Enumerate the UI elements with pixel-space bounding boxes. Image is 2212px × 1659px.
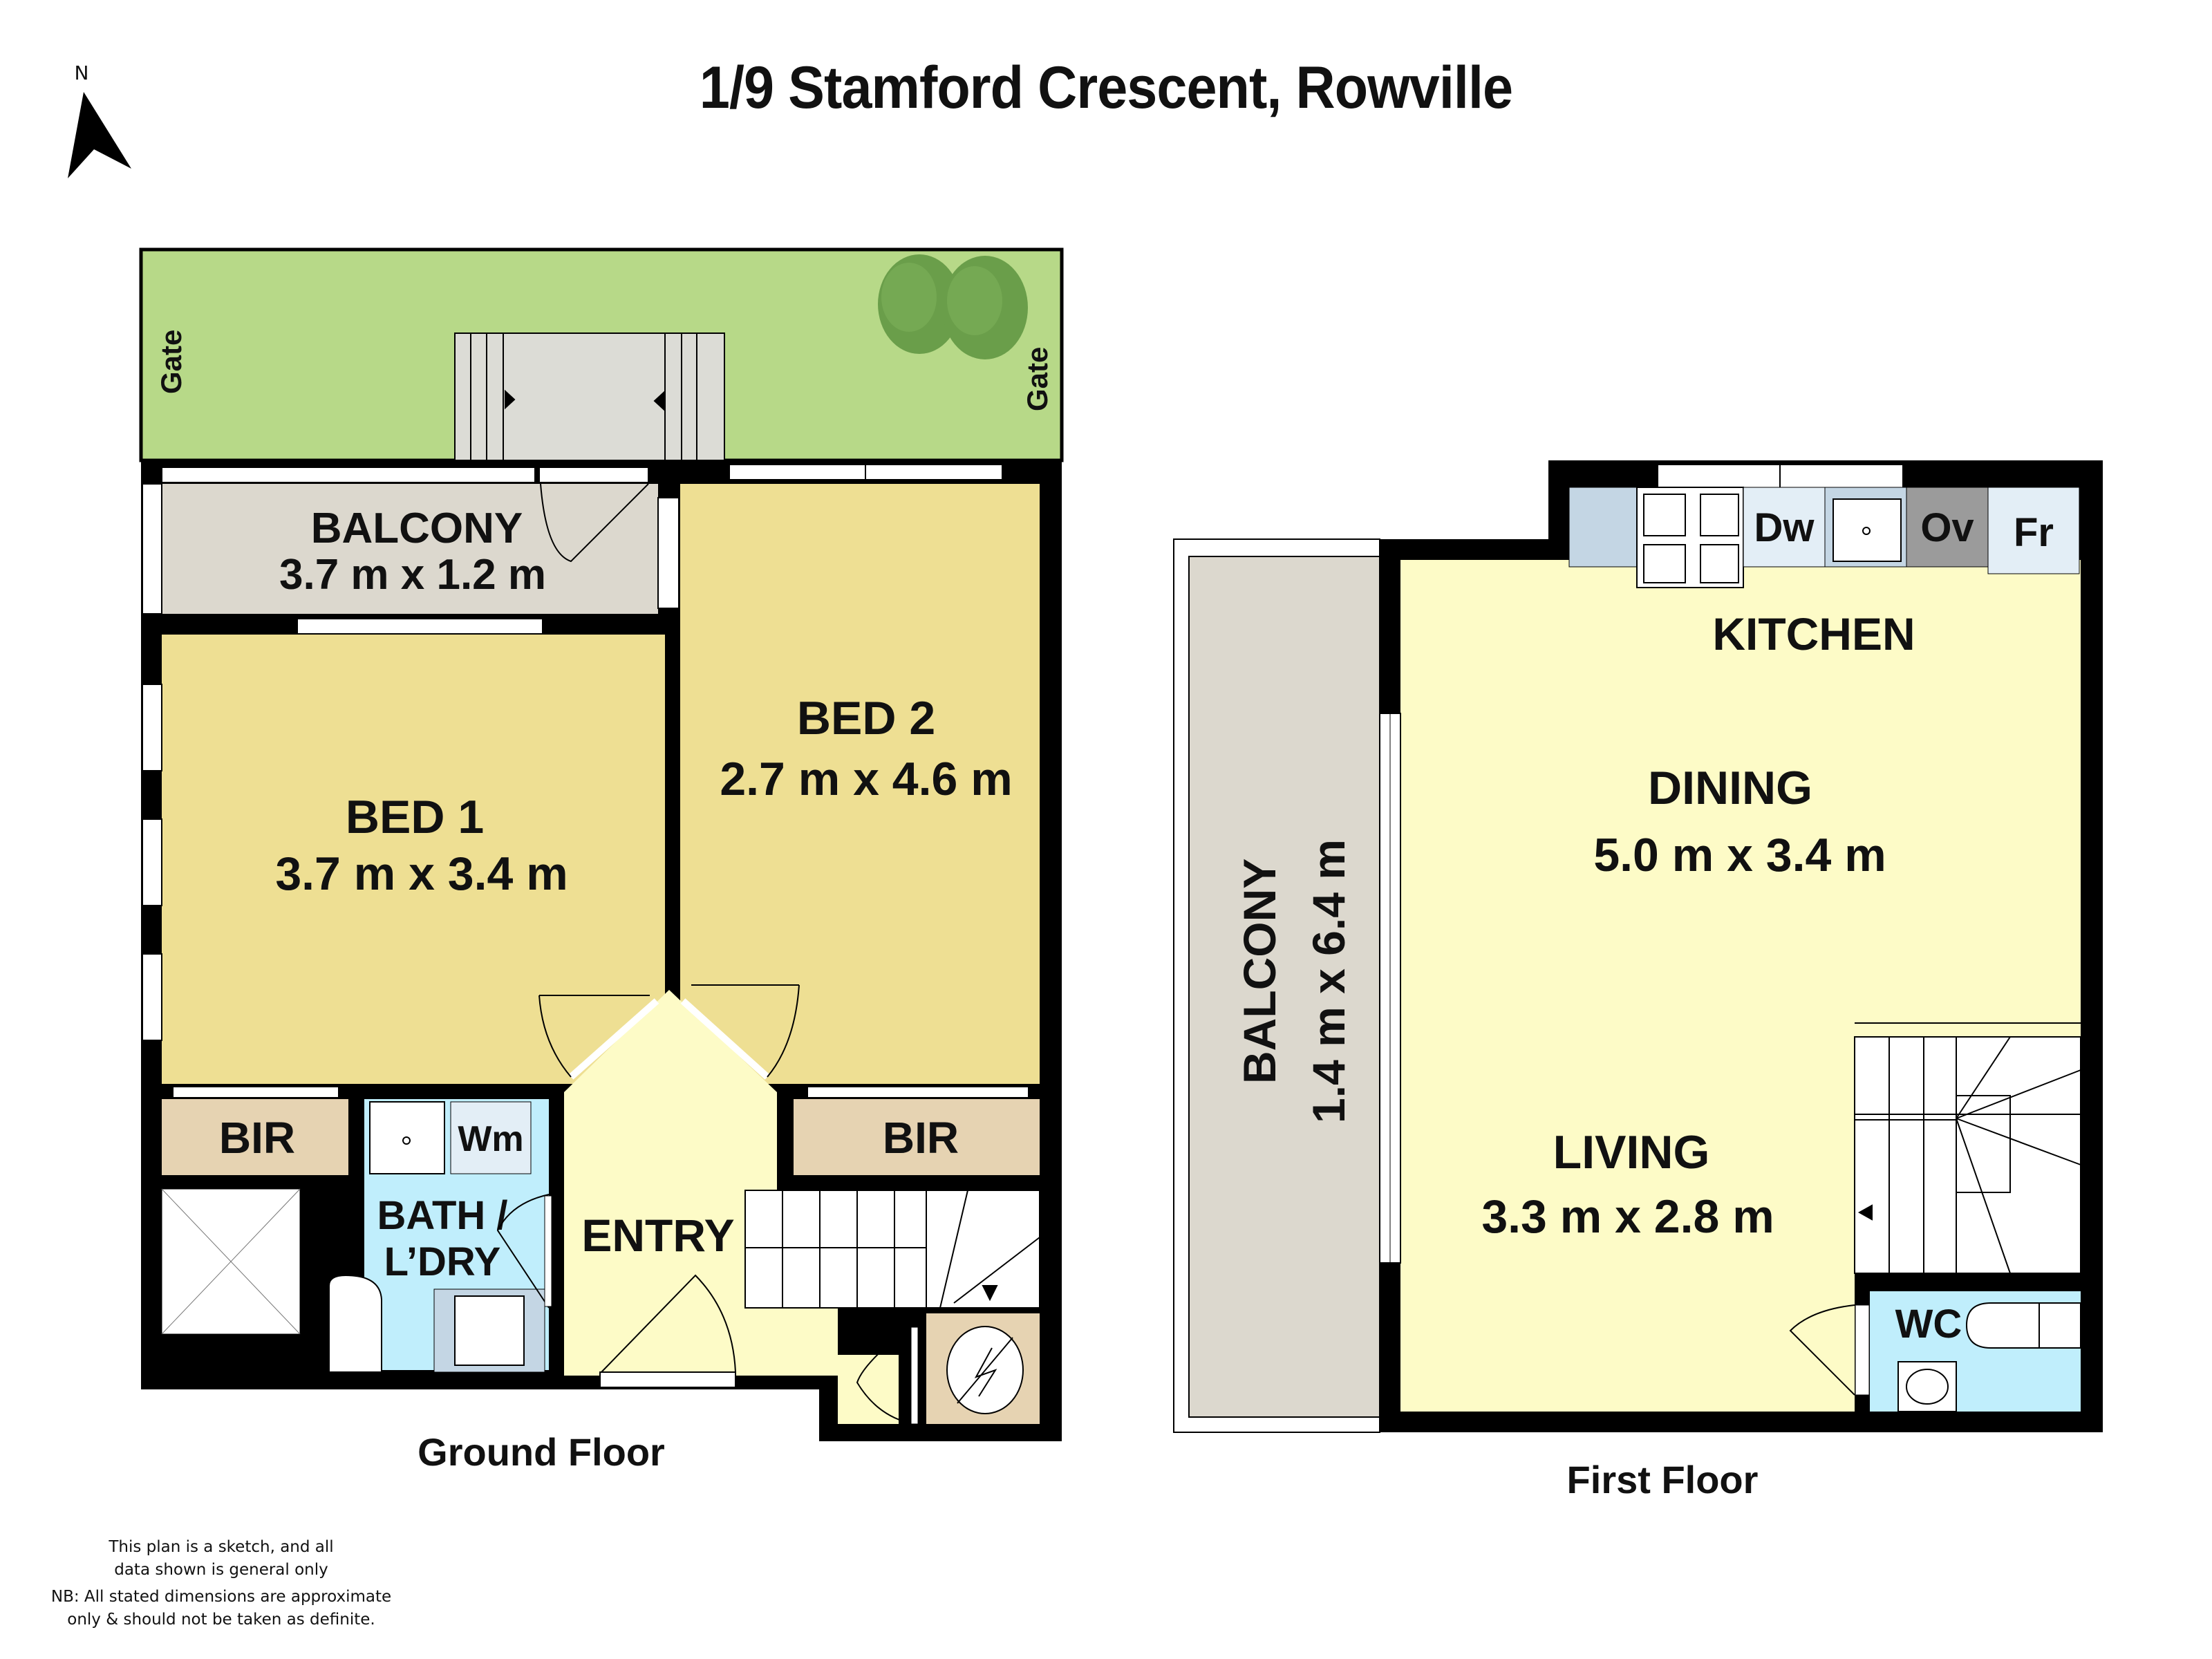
kitchen-name: KITCHEN [1712, 608, 1915, 659]
page-title: 1/9 Stamford Crescent, Rowville [699, 55, 1513, 121]
garden-steps [454, 332, 725, 461]
ground-balcony [162, 484, 658, 614]
kitchen-sink-icon [1833, 498, 1902, 562]
wc-toilet-icon [1965, 1302, 2081, 1349]
electricity-meter-icon [946, 1326, 1024, 1414]
ground-balcony-dims: 3.7 m x 1.2 m [279, 551, 546, 599]
dining-name: DINING [1648, 762, 1812, 814]
toilet-icon [328, 1274, 382, 1373]
ground-floor-label: Ground Floor [418, 1430, 665, 1474]
gate-label-right: Gate [1021, 347, 1053, 411]
disclaimer-line-1: This plan is a sketch, and all [109, 1538, 334, 1556]
disclaimer-line-3: NB: All stated dimensions are approximat… [50, 1588, 392, 1606]
bath-name-line2: L’DRY [384, 1239, 501, 1284]
kitchen-bench [1568, 487, 1638, 568]
bed-1-name: BED 1 [346, 791, 484, 843]
ground-balcony-name: BALCONY [311, 505, 523, 552]
bed-2-name: BED 2 [797, 692, 935, 744]
wm-label: Wm [458, 1119, 523, 1159]
wc-name: WC [1895, 1302, 1962, 1347]
bir-2 [794, 1099, 1040, 1175]
bath-name-line1: BATH / [377, 1193, 507, 1238]
oven-label: Ov [1920, 505, 1974, 550]
cooktop-icon [1636, 487, 1744, 588]
bir-1-name: BIR [219, 1113, 295, 1163]
dishwasher-icon [1743, 487, 1826, 568]
living-dims: 3.3 m x 2.8 m [1481, 1190, 1774, 1243]
north-arrow-icon: N [68, 62, 131, 178]
entry [564, 990, 906, 1424]
first-balcony-name: BALCONY [1234, 859, 1285, 1084]
first-floor-label: First Floor [1567, 1458, 1759, 1501]
compass-label: N [75, 62, 89, 84]
disclaimer-line-2: data shown is general only [114, 1561, 328, 1579]
stairs-ground [744, 1190, 1040, 1309]
first-floor: BALCONY 1.4 m x 6.4 m Dw Ov Fr KITCHEN D… [1173, 460, 2103, 1501]
basin-icon [454, 1295, 525, 1366]
bed-1-dims: 3.7 m x 3.4 m [275, 847, 568, 900]
first-balcony [1188, 556, 1380, 1418]
oven-icon [1906, 487, 1989, 568]
bed-2 [680, 484, 1040, 1084]
disclaimer: This plan is a sketch, and all data shown… [28, 1536, 415, 1635]
bir-1 [162, 1099, 348, 1175]
ground-floor: Gate Gate BALCONY 3.7 m x 1.2 m BED 1 3.… [139, 247, 1064, 1474]
bed-2-dims: 2.7 m x 4.6 m [720, 753, 1012, 805]
fridge-label: Fr [2014, 510, 2054, 555]
dining-dims: 5.0 m x 3.4 m [1593, 829, 1886, 881]
gate-label-left: Gate [155, 330, 187, 394]
disclaimer-line-4: only & should not be taken as definite. [67, 1611, 375, 1629]
bed-1 [162, 635, 665, 1084]
stairs-first [1854, 1022, 2081, 1274]
living-name: LIVING [1553, 1126, 1710, 1179]
dishwasher-label: Dw [1754, 505, 1815, 550]
washing-machine-icon [450, 1101, 532, 1174]
entry-name: ENTRY [581, 1210, 734, 1261]
tree-icon [878, 254, 1028, 359]
bir-2-name: BIR [883, 1113, 959, 1163]
fridge-icon [1987, 487, 2080, 574]
first-balcony-dims: 1.4 m x 6.4 m [1303, 839, 1354, 1123]
